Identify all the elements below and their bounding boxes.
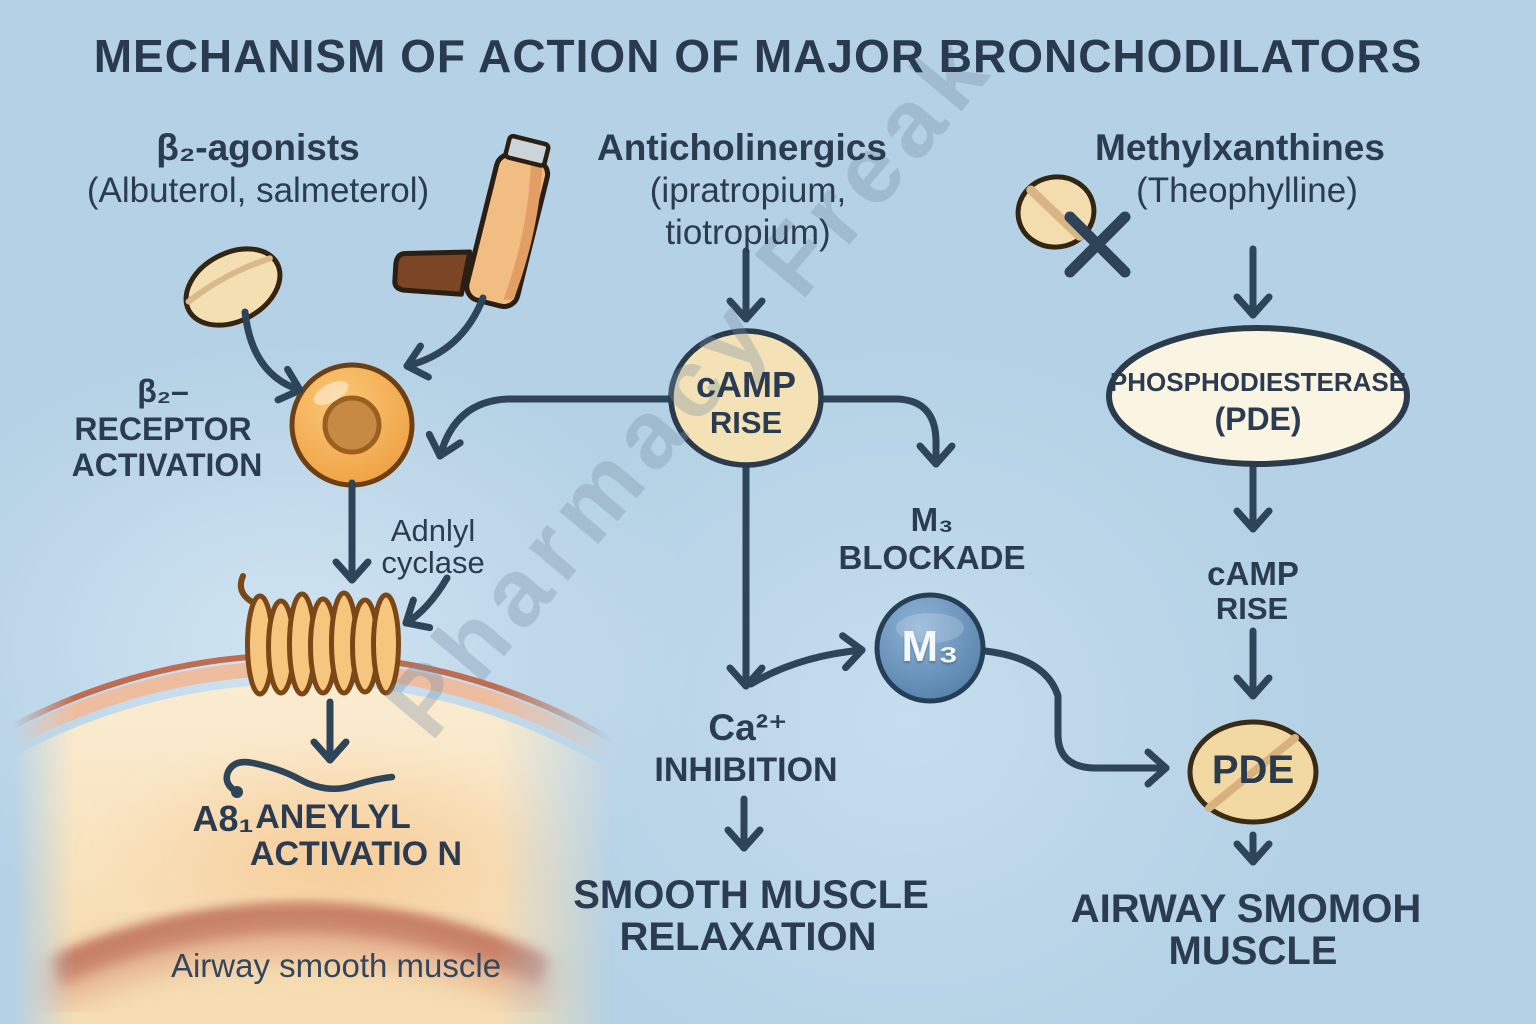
arrow-camp-to-adenylyl bbox=[425, 395, 675, 460]
airway-smooth-muscle-outcome-line2: MUSCLE bbox=[1168, 929, 1338, 973]
smooth-muscle-relaxation-line2: RELAXATION bbox=[619, 915, 877, 959]
blocked-pill-icon bbox=[1015, 174, 1131, 278]
phosphodiesterase-text-line2: (PDE) bbox=[1214, 401, 1302, 437]
inhaler-mouthpiece bbox=[392, 249, 473, 297]
anticholinergics-heading: Anticholinergics bbox=[597, 127, 887, 168]
inhaler-cap bbox=[503, 133, 551, 168]
page-title: MECHANISM OF ACTION OF MAJOR BRONCHODILA… bbox=[93, 30, 1423, 82]
activation-prefix-label: A8₁ bbox=[192, 798, 254, 839]
arrow-pill-to-receptor bbox=[241, 308, 304, 404]
inhaler-icon bbox=[392, 133, 551, 309]
beta-agonists-heading: β₂-agonists bbox=[156, 127, 360, 168]
receptor-activation-label-line3: ACTIVATION bbox=[71, 447, 263, 483]
beta-agonists-subheading: (Albuterol, salmeterol) bbox=[86, 171, 430, 210]
methylxanthines-heading: Methylxanthines bbox=[1095, 127, 1385, 168]
receptor-activation-label-line1: β₂– bbox=[137, 373, 189, 409]
airway-smooth-muscle-outcome-line1: AIRWAY SMOMOH bbox=[1070, 887, 1422, 931]
phosphodiesterase-text-line1: PHOSPHODIESTERASE bbox=[1109, 367, 1407, 397]
arrow-ca-to-m3 bbox=[747, 632, 866, 688]
pill-icon bbox=[183, 246, 283, 328]
m3-circle-label: M₃ bbox=[901, 622, 959, 671]
camp-rise-text-line2: RISE bbox=[709, 405, 783, 440]
beta2-receptor-icon bbox=[289, 362, 415, 488]
anticholinergics-sub1: (ipratropium, bbox=[649, 171, 847, 210]
aneylyl-activation-line1: ANEYLYL bbox=[255, 798, 411, 836]
arrow-inhaler-to-receptor bbox=[403, 294, 487, 381]
receptor-activation-label-line2: RECEPTOR bbox=[74, 411, 252, 447]
methylxanthines-subheading: (Theophylline) bbox=[1136, 171, 1358, 210]
x-mark-icon bbox=[1064, 211, 1131, 278]
adenylyl-cyclase-label-line1: Adnlyl bbox=[390, 513, 476, 548]
adenylyl-cyclase-label-line2: cyclase bbox=[381, 545, 485, 580]
ca-inhibition-label-line2: INHIBITION bbox=[654, 751, 838, 789]
pde-pill-label: PDE bbox=[1211, 748, 1295, 792]
m3-blockade-label-line2: BLOCKADE bbox=[838, 539, 1026, 576]
airway-smooth-muscle-caption: Airway smooth muscle bbox=[170, 947, 502, 984]
gpcr-coil-icon bbox=[237, 573, 401, 697]
right-camp-rise-line1: cAMP bbox=[1207, 555, 1299, 592]
arrow-adenylyl-to-coil bbox=[402, 574, 451, 632]
m3-blockade-label-line1: M₃ bbox=[910, 501, 954, 538]
arrow-camp-to-m3label bbox=[817, 395, 956, 468]
camp-rise-text-line1: cAMP bbox=[695, 364, 797, 405]
smooth-muscle-relaxation-line1: SMOOTH MUSCLE bbox=[573, 873, 929, 917]
anticholinergics-sub2: tiotropium) bbox=[665, 213, 831, 252]
ca-inhibition-label-line1: Ca²⁺ bbox=[708, 707, 788, 748]
aneylyl-activation-line2: ACTIVATIO N bbox=[249, 835, 463, 873]
right-camp-rise-line2: RISE bbox=[1215, 591, 1289, 626]
arrow-m3-to-pde bbox=[981, 647, 1170, 788]
